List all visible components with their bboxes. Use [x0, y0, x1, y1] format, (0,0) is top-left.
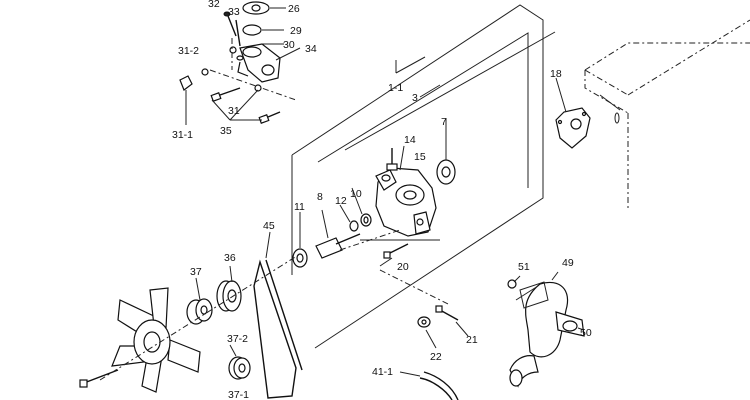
callout-21: 21	[466, 334, 478, 346]
callout-labels: 26 32 33 29 30 34 31-2 31 31-1 35 1-1 3 …	[172, 0, 592, 400]
callout-37: 37	[190, 266, 202, 278]
callout-1-1: 1-1	[388, 82, 403, 94]
callout-32: 32	[208, 0, 220, 10]
engine-block-outline	[584, 19, 750, 210]
callout-33: 33	[228, 6, 240, 18]
callout-31-1: 31-1	[172, 129, 193, 141]
callout-7: 7	[441, 116, 447, 128]
callout-10: 10	[350, 188, 362, 200]
parts-21-22	[379, 269, 469, 349]
callout-29: 29	[290, 25, 302, 37]
callout-18: 18	[550, 68, 562, 80]
callout-51: 51	[518, 261, 530, 273]
callout-31: 31	[228, 105, 240, 117]
callout-49: 49	[562, 257, 574, 269]
callout-41-1: 41-1	[372, 366, 393, 378]
callout-31-2: 31-2	[178, 45, 199, 57]
assembly-frame	[291, 4, 556, 349]
callout-20: 20	[397, 261, 409, 273]
fan-assembly	[79, 231, 303, 399]
callout-34: 34	[305, 43, 317, 55]
callout-30: 30	[283, 39, 295, 51]
callout-37-2: 37-2	[227, 333, 248, 345]
hose-41-1	[399, 371, 459, 400]
callout-14: 14	[404, 134, 416, 146]
callout-3: 3	[412, 92, 418, 104]
callout-36: 36	[224, 252, 236, 264]
callout-37-1: 37-1	[228, 389, 249, 400]
callout-22: 22	[430, 351, 442, 363]
water-pipe	[507, 271, 585, 388]
callout-8: 8	[317, 191, 323, 203]
water-pump	[292, 118, 456, 268]
callout-12: 12	[335, 195, 347, 207]
callout-50: 50	[580, 327, 592, 339]
callout-15: 15	[414, 151, 426, 163]
thermostat-assembly	[179, 1, 301, 125]
callout-45: 45	[263, 220, 275, 232]
callout-35: 35	[220, 125, 232, 137]
callout-11: 11	[294, 201, 305, 213]
callout-26: 26	[288, 3, 300, 15]
gasket-18	[555, 77, 591, 149]
